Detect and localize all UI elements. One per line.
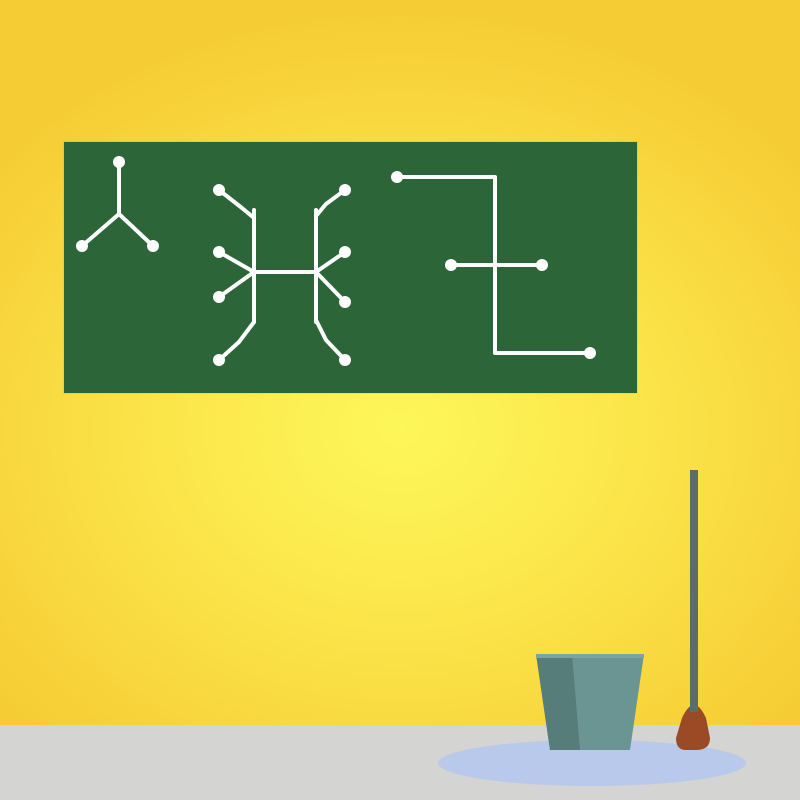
multi-branch-network-icon	[213, 184, 351, 366]
bucket	[534, 650, 646, 754]
mop-shape	[676, 470, 710, 750]
chalkboard	[64, 142, 637, 393]
mop	[672, 468, 722, 753]
mop-handle	[690, 470, 698, 710]
chalkboard-surface	[64, 142, 637, 393]
three-way-branch-icon	[76, 156, 159, 252]
bucket-shape	[536, 654, 644, 750]
cross-path-icon	[391, 171, 596, 359]
chalkboard-drawing	[64, 142, 637, 393]
mop-head	[676, 705, 710, 750]
